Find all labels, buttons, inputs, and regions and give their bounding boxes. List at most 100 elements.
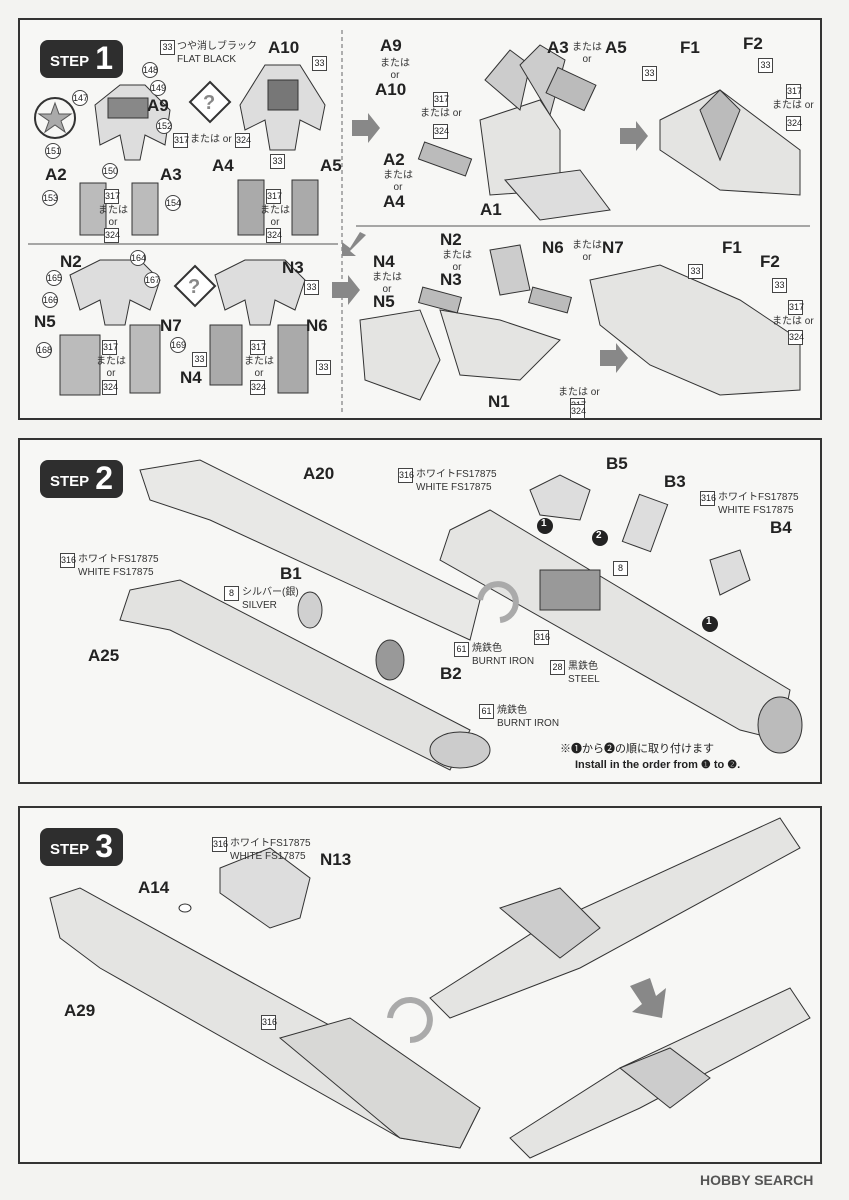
- burnt-note-a-jp: 焼鉄色: [472, 643, 502, 654]
- white-note-b-jp: ホワイトFS17875: [416, 469, 497, 480]
- part-a14: A14: [138, 878, 170, 897]
- part-a20: A20: [303, 464, 335, 483]
- svg-text:?: ?: [188, 276, 200, 298]
- paint-code-317-i: 317: [788, 300, 804, 315]
- paint-code-317-f: 317: [102, 340, 118, 355]
- part-f2-right: F2: [760, 252, 780, 271]
- silver-note-en: SILVER: [242, 600, 277, 611]
- burnt-note-b-jp: 焼鉄色: [497, 705, 527, 716]
- paint-code-61-b: 61: [479, 704, 494, 719]
- part-n5: N5: [34, 312, 56, 331]
- callout-164: 164: [130, 250, 146, 266]
- callout-167: 167: [144, 272, 160, 288]
- part-a10-right: A10: [375, 80, 407, 99]
- white-note-a-jp: ホワイトFS17875: [78, 554, 159, 565]
- part-f1: F1: [680, 38, 700, 57]
- part-n3-right: N3: [440, 270, 462, 289]
- part-n5-right: N5: [373, 292, 395, 311]
- svg-text:?: ?: [203, 92, 215, 114]
- watermark: HOBBY SEARCH: [700, 1172, 814, 1188]
- part-a9-right: A9: [380, 36, 402, 55]
- paint-code-33-e: 33: [758, 58, 773, 73]
- paint-code-33-i: 33: [688, 264, 703, 279]
- part-b2: B2: [440, 664, 462, 683]
- paint-code-33-d: 33: [642, 66, 657, 81]
- part-a5: A5: [320, 156, 342, 175]
- part-a9: A9: [147, 96, 169, 115]
- paint-code-324-g: 324: [250, 380, 266, 395]
- order-bullet-1b: 1: [706, 616, 712, 627]
- or-note-d: または or: [420, 108, 462, 119]
- part-a29: A29: [64, 1001, 96, 1020]
- part-n2-right: N2: [440, 230, 462, 249]
- paint-code-33-f: 33: [304, 280, 319, 295]
- part-n4-right: N4: [373, 252, 395, 271]
- white-note-a-en: WHITE FS17875: [78, 567, 154, 578]
- paint-code-316-e: 316: [212, 837, 228, 852]
- steel-note-jp: 黒鉄色: [568, 661, 598, 672]
- part-n4: N4: [180, 368, 202, 387]
- part-n6-right: N6: [542, 238, 564, 257]
- painted-parts-icon: [34, 97, 76, 139]
- step2-illustration: [119, 459, 803, 771]
- silver-note-jp: シルバー(銀): [242, 587, 299, 598]
- choose-part-icon-2: ?: [173, 264, 217, 308]
- paint-code-33-h: 33: [316, 360, 331, 375]
- choose-part-icon: ?: [188, 80, 232, 124]
- paint-code-316-f: 316: [261, 1015, 277, 1030]
- part-a25: A25: [88, 646, 120, 665]
- part-a2-right: A2: [383, 150, 405, 169]
- part-b3: B3: [664, 472, 686, 491]
- burnt-note-a-en: BURNT IRON: [472, 656, 535, 667]
- part-n7: N7: [160, 316, 182, 335]
- part-n1: N1: [488, 392, 510, 411]
- paint-code-317-g: 317: [250, 340, 266, 355]
- callout-151: 151: [45, 143, 61, 159]
- paint-code-316-b: 316: [398, 468, 414, 483]
- white-note-c-jp: ホワイトFS17875: [718, 492, 799, 503]
- part-a5-right: A5: [605, 38, 627, 57]
- part-f1-right: F1: [722, 238, 742, 257]
- or-note-e: または or: [772, 100, 814, 111]
- callout-150: 150: [102, 163, 118, 179]
- part-n2: N2: [60, 252, 82, 271]
- part-f2: F2: [743, 34, 763, 53]
- white-note-b-en: WHITE FS17875: [416, 482, 492, 493]
- install-order-en: Install in the order from ❶ to ❷.: [575, 759, 741, 771]
- paint-code-324-d: 324: [433, 124, 449, 139]
- paint-code-8-a: 8: [224, 586, 239, 601]
- order-bullet-2: 2: [596, 530, 602, 541]
- flat-black-note-jp: つや消しブラック: [177, 41, 257, 52]
- part-a4-right: A4: [383, 192, 405, 211]
- part-a10: A10: [268, 38, 300, 57]
- paint-code-317-a: 317: [173, 133, 189, 148]
- paint-code-324-b: 324: [104, 228, 120, 243]
- part-n13: N13: [320, 850, 352, 869]
- paint-code-324-a: 324: [235, 133, 251, 148]
- callout-154: 154: [165, 195, 181, 211]
- burnt-note-b-en: BURNT IRON: [497, 718, 560, 729]
- part-a4: A4: [212, 156, 234, 175]
- callout-166: 166: [42, 292, 58, 308]
- white-note-step3-en: WHITE FS17875: [230, 851, 306, 862]
- paint-code-324-i: 324: [788, 330, 804, 345]
- step3-illustration: [49, 817, 811, 1159]
- callout-153: 153: [42, 190, 58, 206]
- paint-code-324-c: 324: [266, 228, 282, 243]
- callout-148: 148: [142, 62, 158, 78]
- paint-code-33: 33: [160, 40, 175, 55]
- paint-code-33-c: 33: [270, 154, 285, 169]
- part-n6: N6: [306, 316, 328, 335]
